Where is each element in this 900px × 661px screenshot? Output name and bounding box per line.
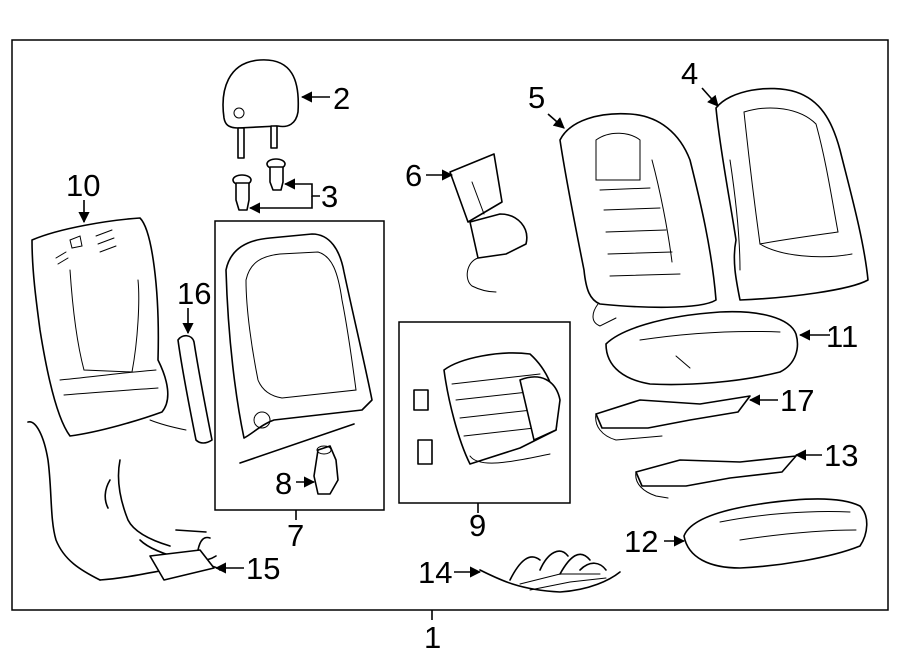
part-seat-frame: [225, 233, 373, 464]
group-box-7: [214, 220, 385, 511]
callout-10: 10: [66, 168, 100, 203]
leader-line-4: [701, 87, 719, 107]
callout-2: 2: [333, 81, 350, 116]
part-cushion-frame: [413, 352, 561, 465]
callout-17: 17: [780, 383, 814, 418]
callout-14: 14: [418, 555, 452, 590]
callout-16: 16: [177, 276, 211, 311]
callout-6: 6: [405, 158, 422, 193]
part-seat-pan-13: [635, 455, 797, 499]
callout-11: 11: [826, 319, 858, 354]
diagram-border: [11, 39, 889, 611]
leader-line-5: [547, 113, 565, 129]
callout-15: 15: [246, 551, 280, 586]
callout-5: 5: [528, 80, 545, 115]
part-headrest: [222, 59, 300, 159]
callout-13: 13: [824, 438, 858, 473]
part-main-harness: [27, 421, 221, 581]
part-lumbar-support: [449, 153, 528, 293]
group-box-9: [398, 321, 571, 504]
callout-4: 4: [681, 56, 698, 91]
part-cushion-cover: [683, 498, 868, 569]
part-motor: [313, 445, 339, 495]
part-seat-back-pad: [559, 112, 717, 327]
part-seat-cushion-pad: [605, 310, 799, 386]
callout-3: 3: [321, 179, 338, 214]
part-side-trim: [177, 334, 213, 444]
callout-7: 7: [287, 518, 304, 553]
part-headrest-guides: [232, 158, 286, 211]
part-seat-back-cover: [715, 87, 869, 301]
callout-9: 9: [469, 508, 486, 543]
callout-12: 12: [624, 524, 658, 559]
callout-1: 1: [424, 620, 441, 655]
part-seat-back-panel: [31, 217, 187, 437]
part-cushion-harness: [479, 550, 621, 593]
part-seat-pan-17: [595, 395, 751, 441]
leader-line-3: [283, 178, 320, 197]
callout-8: 8: [275, 466, 292, 501]
